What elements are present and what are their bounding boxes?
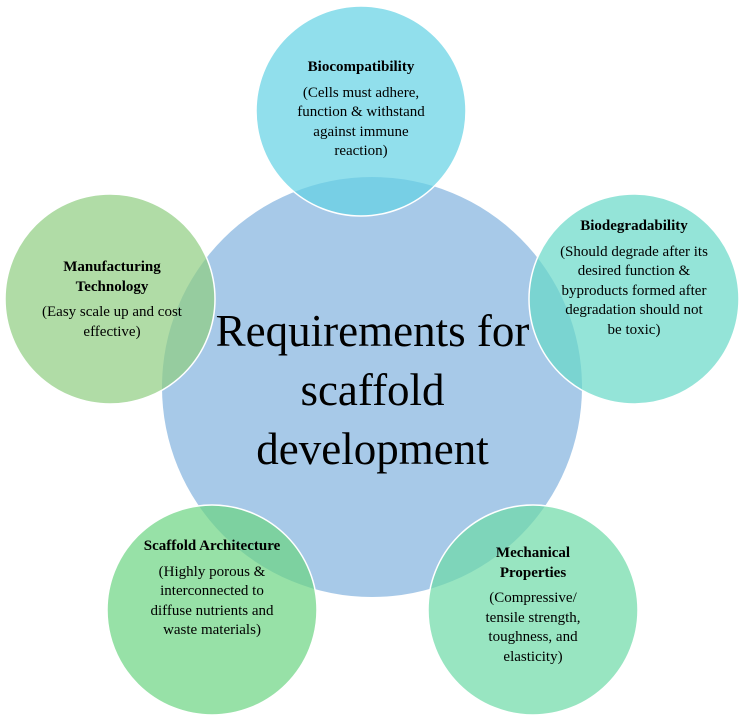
manufacturing-technology-circle xyxy=(4,193,216,405)
mechanical-properties-circle xyxy=(427,504,639,716)
center-circle xyxy=(162,177,582,597)
biodegradability-circle xyxy=(528,193,740,405)
manufacturing-technology-title: Manufacturing Technology xyxy=(63,259,161,295)
biocompatibility-title: Biocompatibility xyxy=(307,59,415,75)
scaffold-architecture-circle xyxy=(106,504,318,716)
center-label: Requirements for scaffold development xyxy=(215,306,530,474)
biodegradability-description: (Should degrade after its desired functi… xyxy=(560,243,708,338)
scaffold-architecture-node: Scaffold Architecture (Highly porous & i… xyxy=(140,537,284,641)
biodegradability-node: Biodegradability (Should degrade after i… xyxy=(557,217,711,340)
mechanical-properties-description: (Compressive/ tensile strength, toughnes… xyxy=(485,590,581,665)
mechanical-properties-title: Mechanical Properties xyxy=(495,545,571,581)
biocompatibility-node: Biocompatibility (Cells must adhere, fun… xyxy=(291,58,431,162)
manufacturing-technology-node: Manufacturing Technology (Easy scale up … xyxy=(38,258,186,342)
biocompatibility-description: (Cells must adhere, function & withstand… xyxy=(297,84,425,160)
biocompatibility-circle xyxy=(255,5,467,217)
manufacturing-technology-description: (Easy scale up and cost effective) xyxy=(42,304,182,340)
mechanical-properties-node: Mechanical Properties (Compressive/ tens… xyxy=(468,544,598,667)
biodegradability-title: Biodegradability xyxy=(580,218,688,234)
scaffold-architecture-title: Scaffold Architecture xyxy=(143,538,281,554)
scaffold-architecture-description: (Highly porous & interconnected to diffu… xyxy=(150,563,274,639)
